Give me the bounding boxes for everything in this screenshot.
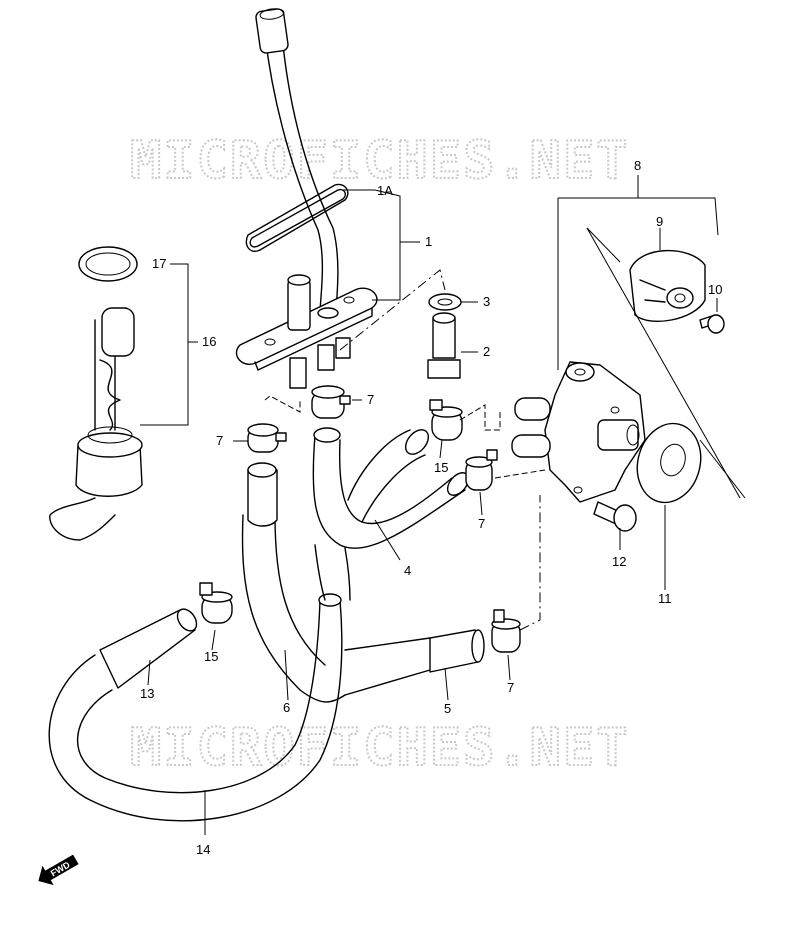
washer-11 [636, 422, 702, 504]
screw-10 [699, 314, 725, 334]
callout-17: 17 [152, 256, 166, 271]
fwd-arrow: FWD [38, 854, 79, 886]
callout-11: 11 [658, 591, 672, 606]
callout-13: 13 [140, 686, 154, 701]
hose-6 [241, 462, 346, 703]
washer-3 [428, 293, 462, 311]
callout-7-c: 7 [478, 516, 485, 531]
callout-9: 9 [656, 214, 663, 229]
callout-8: 8 [634, 158, 641, 173]
callout-16: 16 [202, 334, 216, 349]
callouts: 1A 1 3 2 7 7 15 7 4 6 5 7 13 15 14 8 9 1… [140, 158, 722, 857]
callout-1: 1 [425, 234, 432, 249]
clamp-7-c [465, 449, 498, 491]
callout-15-b: 15 [204, 649, 218, 664]
hose-13 [99, 608, 198, 689]
clamp-7-a [311, 385, 351, 419]
callout-5: 5 [444, 701, 451, 716]
callout-4: 4 [404, 563, 411, 578]
clamp-7-d [491, 609, 521, 653]
fuel-gauge-assembly [235, 8, 378, 389]
callout-7-d: 7 [507, 680, 514, 695]
callout-15-a: 15 [434, 460, 448, 475]
callout-14: 14 [196, 842, 210, 857]
callout-3: 3 [483, 294, 490, 309]
clamp-15-a [429, 399, 463, 441]
callout-12: 12 [612, 554, 626, 569]
hose-4 [312, 427, 470, 601]
callout-1a: 1A [377, 183, 393, 198]
callout-2: 2 [483, 344, 490, 359]
o-ring-17 [78, 246, 138, 282]
fuel-valve [511, 361, 646, 503]
leader-lines [140, 175, 746, 835]
screw-12 [593, 501, 637, 532]
callout-6: 6 [283, 700, 290, 715]
clamp-7-b [247, 423, 287, 453]
watermark-top: MICROFICHES.NET [130, 131, 630, 191]
callout-7-a: 7 [367, 392, 374, 407]
callout-7-b: 7 [216, 433, 223, 448]
knob-9 [629, 249, 706, 322]
watermark-bottom: MICROFICHES.NET [130, 718, 630, 778]
hose-5 [344, 629, 485, 696]
sender-16 [49, 307, 143, 541]
clamp-15-b [199, 582, 233, 624]
callout-10: 10 [708, 282, 722, 297]
bolt-2 [427, 312, 461, 379]
